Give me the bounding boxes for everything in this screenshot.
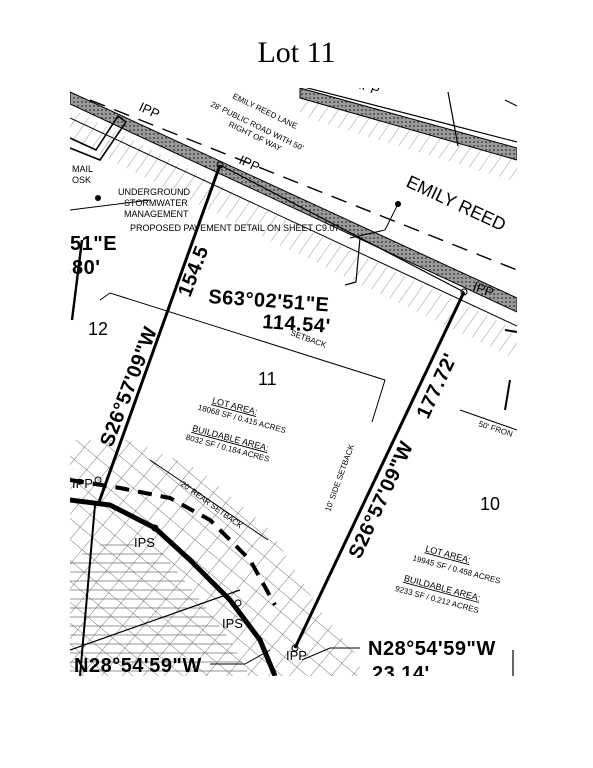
ips-label-2: IPS [222,616,243,631]
curb-strip-lower [70,91,517,313]
ipp-label-1: IPP [137,99,162,121]
side-setback-label: 10' SIDE SETBACK [323,442,356,512]
ipp-label-6: IPP [286,648,307,663]
west-bearing: S26°57'09"W [96,324,162,450]
setback-line [99,292,386,423]
pavement-dot [395,201,401,207]
pavement-note: PROPOSED PAVEMENT DETAIL ON SHEET C9.07 [130,223,339,233]
partial-distance: .80' [66,257,101,279]
west-distance: 154.5 [174,243,213,300]
south-bearing-left: N28°54'59"W [74,655,202,677]
curb-strip-upper [299,88,517,161]
lot-line-west [96,164,222,506]
page-title: Lot 11 [257,36,336,69]
east-bearing: S26°57'09"W [345,438,418,562]
right-line-2 [504,379,511,411]
stormwater-dot [95,195,101,201]
left-line-1 [70,199,151,211]
left-line-2 [70,239,84,321]
ipp-label-5: IPP [72,476,93,491]
stormwater-note-1: UNDERGROUND [118,187,191,197]
right-line-1 [504,329,517,333]
ips-marker-1 [151,524,159,532]
bearing-leader [344,237,361,286]
lot-11-number: 11 [258,369,277,389]
ipp-marker-south [291,644,299,652]
road-edge-tick2 [504,99,517,107]
stormwater-note-2: STORMWATER [124,198,188,208]
mailbox-outline [70,114,128,161]
pond-area [70,540,250,676]
creek-line [70,497,278,676]
creek-offshoot [79,504,96,676]
lot-line-east [293,291,466,649]
road-edge-upper [305,88,517,143]
road-edge-tick [447,91,459,147]
creek-offshoot-2 [70,589,241,651]
row-line [70,117,517,327]
ipp-label-4: IPP [471,279,496,300]
partial-bearing: 51"E [70,233,117,255]
south-leader-2 [210,649,271,665]
rear-setback-line [149,459,269,541]
pavement-leader [349,203,399,239]
street-name-label: EMILY REED [403,171,509,235]
setback-front-right [459,409,517,431]
ips-label-1: IPS [134,535,155,550]
lot-10-number: 10 [480,494,500,514]
north-distance: 114.54' [262,311,332,338]
ipp-marker-north [216,161,224,169]
road-hatch [70,108,517,360]
lot-line-north [219,164,465,293]
stormwater-note-3: MANAGEMENT [124,209,189,219]
mail-label: MAIL [72,164,93,174]
lot-12-number: 12 [88,319,108,339]
rear-boundary-dashed [70,478,277,606]
ipp-marker-southwest [94,476,102,484]
ips-marker-2 [234,599,242,607]
kiosk-label: OSK [72,175,91,185]
south-distance: 23.14' [372,663,430,685]
south-leader [301,647,360,661]
south-bearing-right: N28°54'59"W [368,638,496,660]
ipp-marker-east [460,288,468,296]
ipp-label-3: IPP [357,77,382,98]
